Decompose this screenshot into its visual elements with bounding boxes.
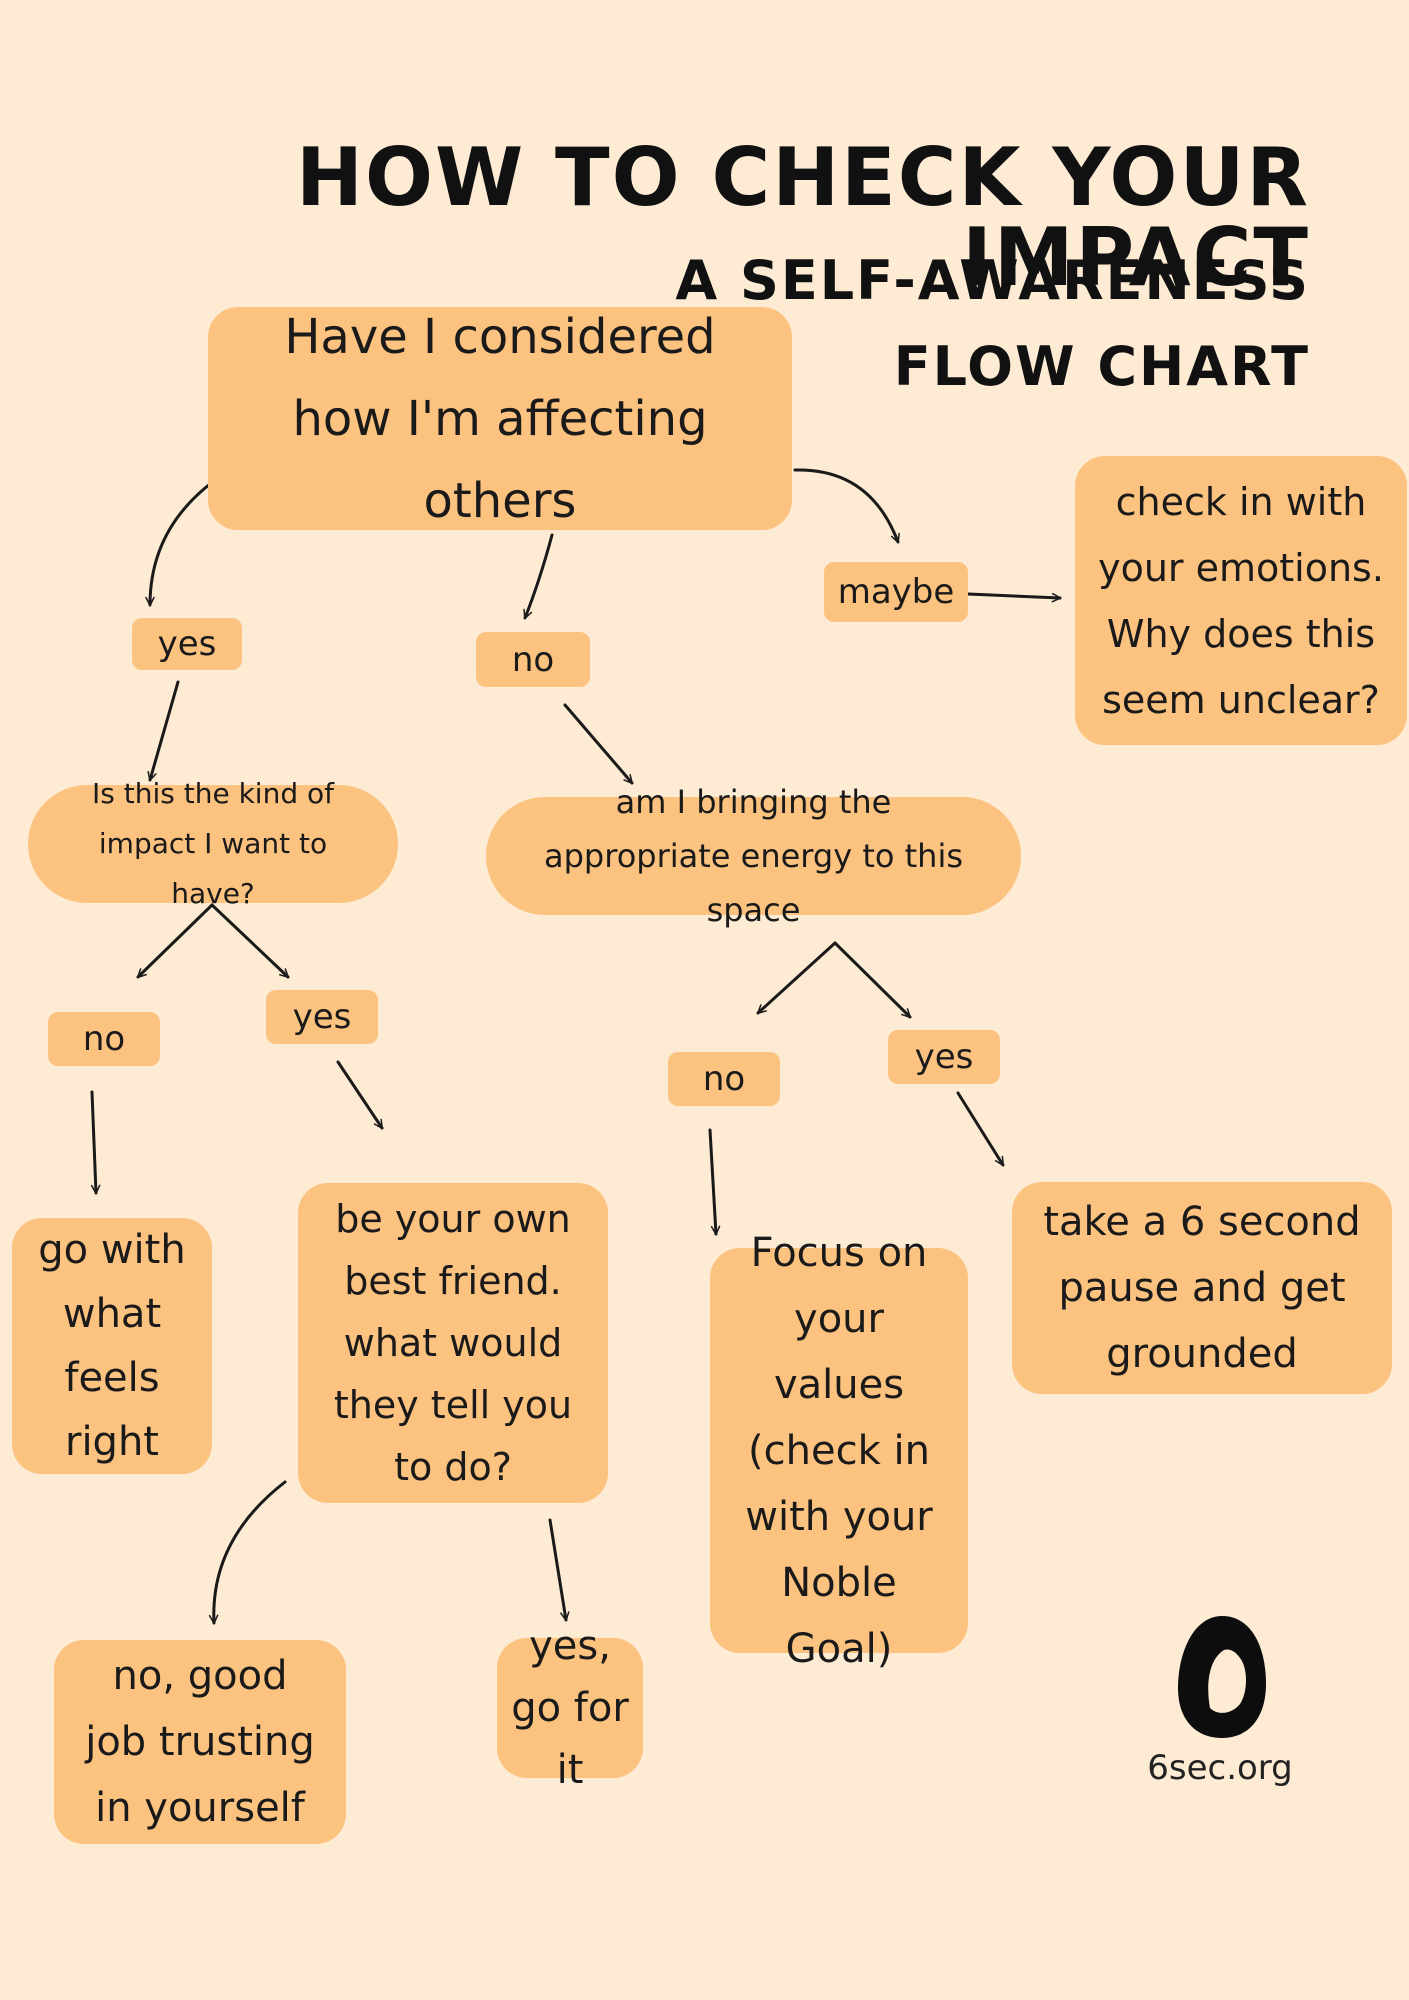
label-yes-1: yes: [132, 618, 242, 670]
arrow-friend-to-go-for-it: [548, 1518, 570, 1622]
best-friend-box: be your own best friend. what would they…: [298, 1183, 608, 1503]
arrow-maybe-to-action: [966, 592, 1062, 603]
label-yes-2: yes: [266, 990, 378, 1044]
check-emotions-box: check in with your emotions. Why does th…: [1075, 456, 1407, 745]
arrow-friend-to-good-job: [208, 1480, 287, 1625]
label-maybe: maybe: [824, 562, 968, 622]
label-no-1: no: [476, 632, 590, 687]
arrow-energy-to-no: [756, 941, 837, 1015]
good-job-box: no, good job trusting in yourself: [54, 1640, 346, 1844]
focus-values-box: Focus on your values (check in with your…: [710, 1230, 968, 1672]
question-kind-of-impact: Is this the kind of impact I want to hav…: [28, 777, 398, 910]
arrow-q1-to-maybe: [793, 468, 900, 544]
arrow-no-to-focus: [708, 1128, 721, 1236]
page-title: HOW TO CHECK YOUR IMPACT: [296, 131, 1310, 304]
label-no-3: no: [668, 1052, 780, 1106]
question-appropriate-energy: am I bringing the appropriate energy to …: [486, 783, 1021, 929]
arrow-yes-to-question: [147, 680, 180, 782]
arrow-q1-to-no: [523, 533, 554, 620]
label-no-2: no: [48, 1012, 160, 1066]
arrow-no-to-go-with: [90, 1090, 101, 1195]
arrow-energy-to-yes: [833, 941, 912, 1019]
go-for-it-box: yes, go for it: [497, 1623, 643, 1793]
question-affecting-others: Have I considered how I'm affecting othe…: [208, 307, 792, 530]
arrow-yes-to-pause: [956, 1091, 1005, 1167]
go-with-what-feels-right-box: go with what feels right: [12, 1218, 212, 1474]
6sec-logo-icon: [1178, 1616, 1266, 1738]
logo-text: 6sec.org: [1147, 1748, 1293, 1788]
arrow-no-to-question: [563, 703, 634, 785]
arrow-yes-to-best-friend: [336, 1060, 384, 1130]
label-yes-3: yes: [888, 1030, 1000, 1084]
six-second-pause-box: take a 6 second pause and get grounded: [1012, 1182, 1392, 1394]
subtitle-line-1: A SELF-AWARENESS: [675, 249, 1310, 312]
subtitle-line-2: FLOW CHART: [893, 335, 1310, 398]
page-subtitle: A SELF-AWARENESS FLOW CHART: [670, 238, 1310, 410]
